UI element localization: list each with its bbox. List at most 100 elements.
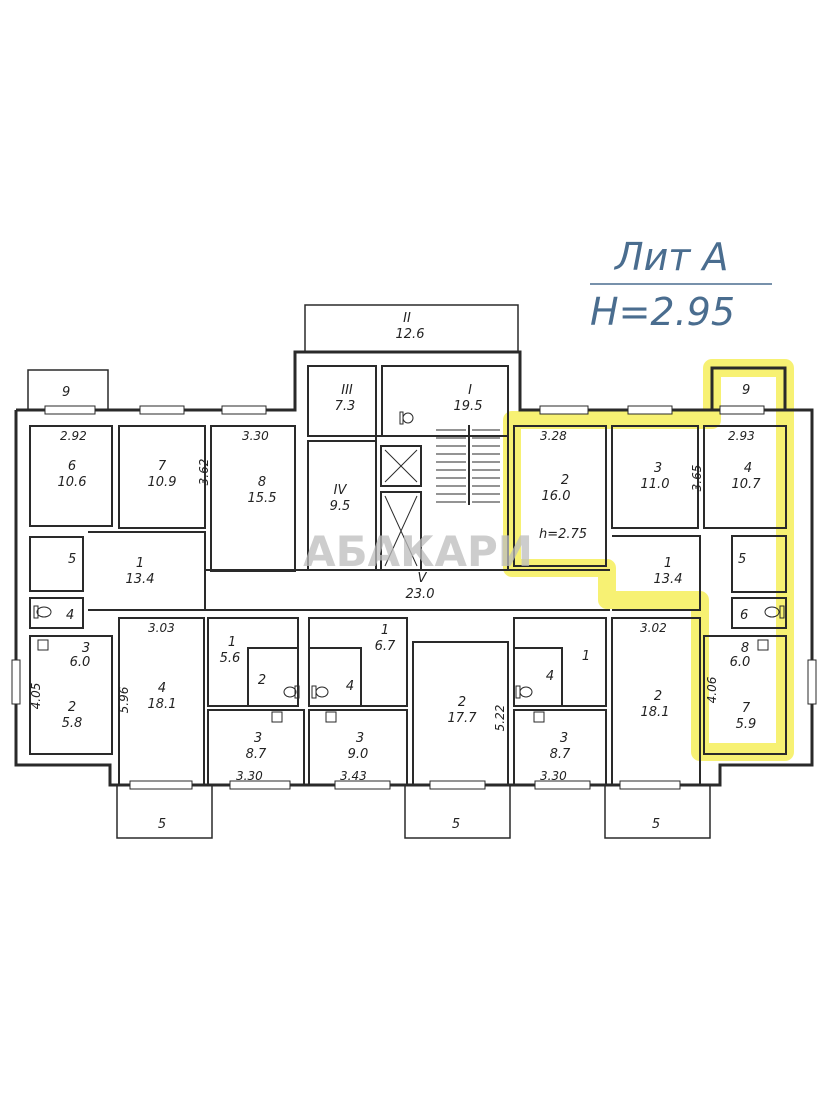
- room-9-right: 9: [742, 383, 750, 398]
- dim-3-65: 3.65: [690, 465, 704, 492]
- dimension-labels: 2.92 3.30 3.62 3.28 2.93 3.65 3.03 3.02 …: [29, 429, 755, 783]
- dim-5-96: 5.96: [117, 686, 131, 713]
- toilet-icon: [399, 411, 414, 425]
- right-room-6: 6: [740, 608, 748, 623]
- dim-4-05: 4.05: [29, 683, 43, 710]
- right-room-3-number: 3: [654, 461, 662, 476]
- unit-a-room-2: 2: [258, 673, 266, 688]
- room-9-left: 9: [62, 385, 70, 400]
- room-7-area: 10.9: [148, 475, 177, 490]
- room-labels: 9 9 II 12.6 III 7.3 I 19.5 IV 9.5 V 23.0…: [58, 311, 762, 832]
- sink-icon: [325, 711, 337, 723]
- right-room-2b-number: 2: [654, 689, 662, 704]
- unit-d-room-3-number: 3: [560, 731, 568, 746]
- right-room-3-area: 11.0: [641, 477, 670, 492]
- unit-b-room-1-number: 1: [381, 623, 389, 638]
- room-I-number: I: [468, 383, 472, 398]
- room-IV-area: 9.5: [330, 499, 351, 514]
- room-4-left-number: 4: [158, 681, 166, 696]
- room-III-number: III: [341, 383, 353, 398]
- room-2-left-area: 5.8: [62, 716, 83, 731]
- height-label: H=2.95: [590, 290, 735, 334]
- toilet-icon: [764, 605, 785, 619]
- room-5-left: 5: [68, 552, 76, 567]
- dim-4-06: 4.06: [705, 676, 719, 703]
- unit-a-room-1-number: 1: [228, 635, 236, 650]
- right-room-2-area: 16.0: [542, 489, 571, 504]
- right-room-2-ceiling-height: h=2.75: [539, 527, 587, 542]
- stairwell: [384, 425, 500, 567]
- room-V-number: V: [418, 571, 428, 586]
- right-room-4-area: 10.7: [732, 477, 762, 492]
- dim-2-92: 2.92: [60, 429, 87, 443]
- room-4-left-area: 18.1: [148, 697, 177, 712]
- room-6-number: 6: [68, 459, 76, 474]
- unit-a-room-3-area: 8.7: [246, 747, 267, 762]
- right-room-4-number: 4: [744, 461, 752, 476]
- unit-c-room-2-number: 2: [458, 695, 466, 710]
- room-6-area: 10.6: [58, 475, 87, 490]
- right-room-1-number: 1: [664, 556, 672, 571]
- unit-b-room-1-area: 6.7: [375, 639, 396, 654]
- room-I-area: 19.5: [454, 399, 483, 414]
- sink-icon: [533, 711, 545, 723]
- stair-steps: [436, 425, 500, 505]
- windows: [11, 405, 817, 790]
- plan-header: Лит А H=2.95: [590, 235, 772, 334]
- toilet-icon: [283, 685, 300, 699]
- right-room-5: 5: [738, 552, 746, 567]
- elevator-shaft: [384, 449, 418, 567]
- toilet-icon: [515, 685, 533, 699]
- room-II-area: 12.6: [396, 327, 425, 342]
- sink-icon: [37, 639, 49, 651]
- room-8-number: 8: [258, 475, 266, 490]
- room-1-left-number: 1: [136, 556, 144, 571]
- balcony-5-middle: 5: [452, 817, 460, 832]
- dim-3-30-b: 3.30: [540, 769, 567, 783]
- interior-walls: [29, 365, 787, 786]
- room-3-left-number: 3: [82, 641, 90, 656]
- unit-a-room-1-area: 5.6: [220, 651, 241, 666]
- unit-a-room-3-number: 3: [254, 731, 262, 746]
- toilet-icon: [33, 605, 52, 619]
- right-room-7-area: 5.9: [736, 717, 757, 732]
- watermark-logo: АБАКАРИ: [303, 527, 533, 576]
- room-1-left-area: 13.4: [126, 572, 155, 587]
- dim-3-62: 3.62: [197, 459, 211, 486]
- room-3-left-area: 6.0: [70, 655, 91, 670]
- unit-d-room-1: 1: [582, 649, 590, 664]
- room-V-area: 23.0: [406, 587, 435, 602]
- unit-d-room-3-area: 8.7: [550, 747, 571, 762]
- unit-d-room-4: 4: [546, 669, 554, 684]
- room-4-left-wc: 4: [66, 608, 74, 623]
- right-room-2-number: 2: [561, 473, 569, 488]
- right-room-8-area: 6.0: [730, 655, 751, 670]
- balcony-5-left: 5: [158, 817, 166, 832]
- right-room-2b-area: 18.1: [641, 705, 670, 720]
- dim-3-02: 3.02: [640, 621, 667, 635]
- dim-3-03: 3.03: [148, 621, 175, 635]
- sink-icon: [757, 639, 769, 651]
- room-8-area: 15.5: [248, 491, 277, 506]
- right-room-8-number: 8: [741, 641, 749, 656]
- unit-c-room-2-area: 17.7: [448, 711, 478, 726]
- room-IV-number: IV: [334, 483, 348, 498]
- dim-2-93: 2.93: [728, 429, 755, 443]
- room-2-left-number: 2: [68, 700, 76, 715]
- unit-b-room-3-number: 3: [356, 731, 364, 746]
- room-7-number: 7: [158, 459, 167, 474]
- dim-3-30-a: 3.30: [236, 769, 263, 783]
- plumbing-fixtures: [33, 411, 785, 723]
- dim-3-28: 3.28: [540, 429, 567, 443]
- sink-icon: [271, 711, 283, 723]
- right-room-1-area: 13.4: [654, 572, 683, 587]
- right-room-7-number: 7: [742, 701, 751, 716]
- toilet-icon: [311, 685, 329, 699]
- dim-5-22: 5.22: [493, 705, 507, 732]
- dim-3-43: 3.43: [340, 769, 367, 783]
- room-II-number: II: [403, 311, 411, 326]
- balcony-5-right: 5: [652, 817, 660, 832]
- room-III-area: 7.3: [335, 399, 356, 414]
- unit-b-room-3-area: 9.0: [348, 747, 369, 762]
